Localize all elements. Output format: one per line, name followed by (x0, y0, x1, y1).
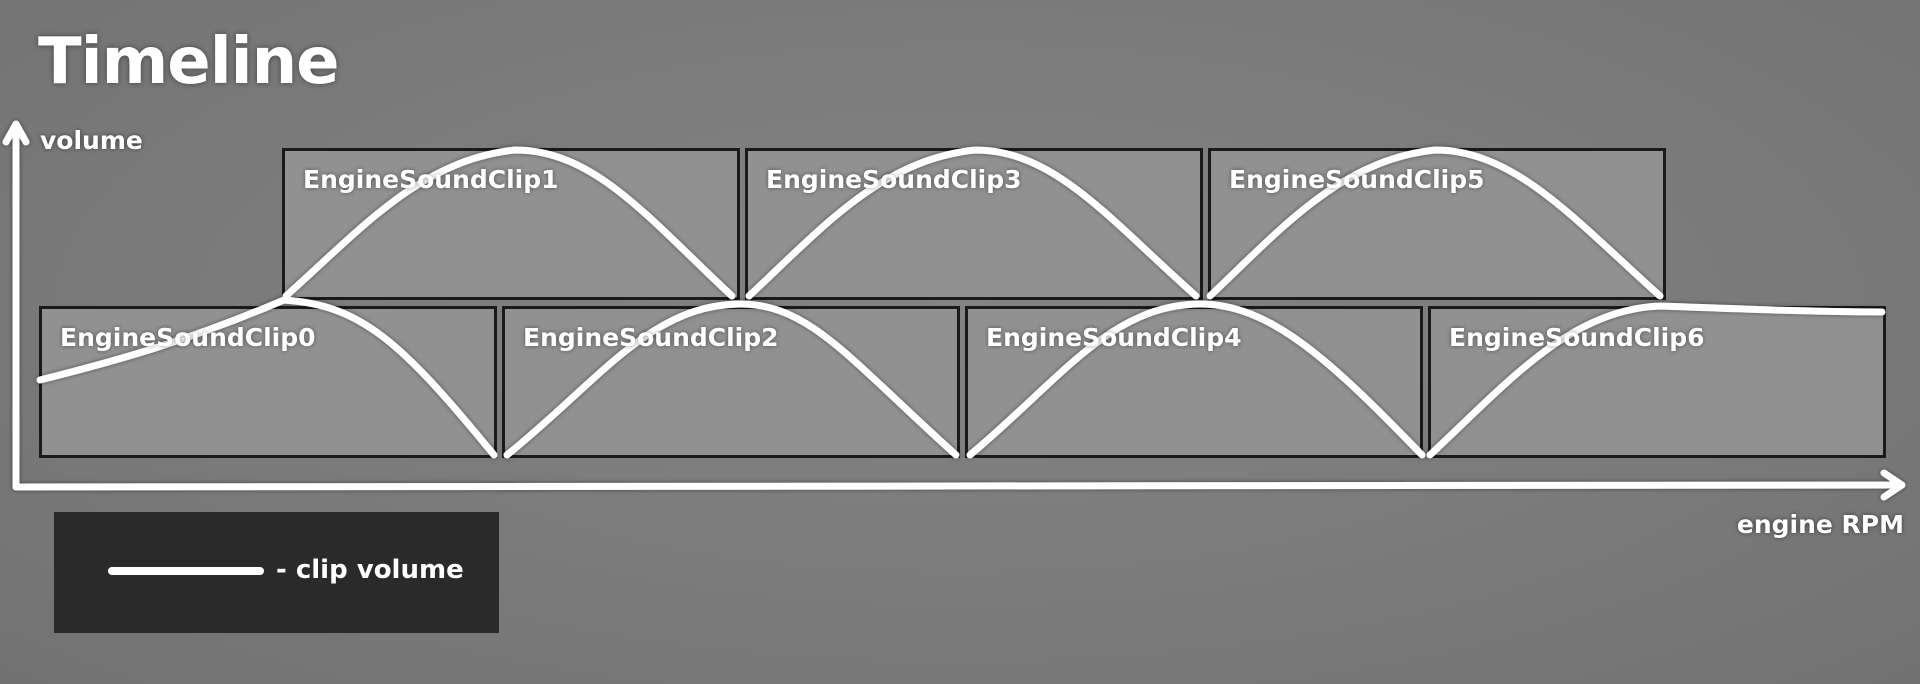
clip-label-2: EngineSoundClip2 (523, 323, 779, 352)
clip-box-6: EngineSoundClip6 (1428, 306, 1886, 458)
clip-label-5: EngineSoundClip5 (1229, 165, 1485, 194)
clip-box-1: EngineSoundClip1 (282, 148, 740, 300)
y-axis-label: volume (40, 126, 143, 155)
clip-label-0: EngineSoundClip0 (60, 323, 316, 352)
clip-box-5: EngineSoundClip5 (1208, 148, 1666, 300)
clip-box-0: EngineSoundClip0 (39, 306, 497, 458)
clip-label-4: EngineSoundClip4 (986, 323, 1242, 352)
clip-label-6: EngineSoundClip6 (1449, 323, 1705, 352)
legend-line-swatch (108, 567, 264, 575)
clip-box-2: EngineSoundClip2 (502, 306, 960, 458)
clip-label-1: EngineSoundClip1 (303, 165, 559, 194)
clip-box-4: EngineSoundClip4 (965, 306, 1423, 458)
clip-box-3: EngineSoundClip3 (745, 148, 1203, 300)
x-axis-label: engine RPM (1736, 510, 1904, 539)
x-axis-arrowhead (1880, 469, 1906, 501)
x-axis-line (12, 481, 1904, 491)
page-title: Timeline (38, 25, 340, 99)
legend-text: - clip volume (276, 555, 464, 585)
clip-label-3: EngineSoundClip3 (766, 165, 1022, 194)
y-axis-arrowhead (2, 120, 30, 146)
legend: - clip volume (54, 512, 499, 633)
